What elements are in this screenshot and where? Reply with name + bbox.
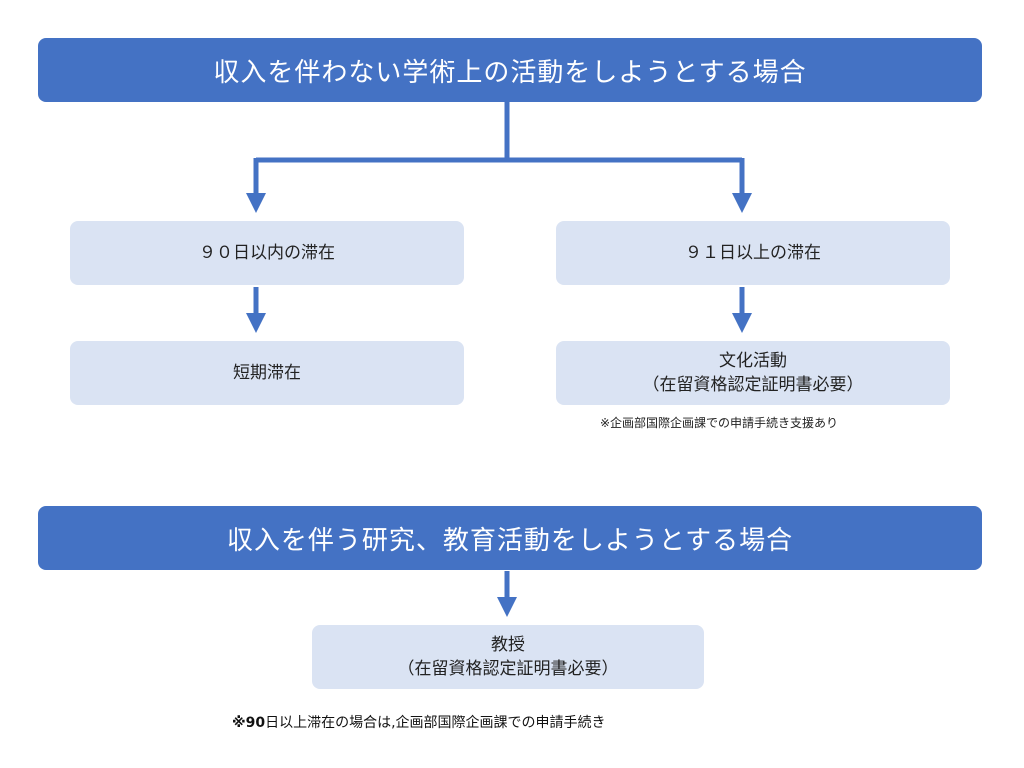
stay-91-days-or-more-box: ９１日以上の滞在 bbox=[556, 221, 950, 285]
stay-90-days-or-less-text: ９０日以内の滞在 bbox=[199, 243, 335, 263]
application-support-note-text: ※企画部国際企画課での申請手続き支援あり bbox=[600, 416, 839, 430]
no-income-activity-header: 収入を伴わない学術上の活動をしようとする場合 bbox=[38, 38, 982, 102]
cultural-activities-requirement: （在留資格認定証明書必要） bbox=[642, 375, 864, 395]
over-90-days-note: ※90日以上滞在の場合は,企画部国際企画課での申請手続き bbox=[232, 712, 606, 732]
stay-91-days-or-more-text: ９１日以上の滞在 bbox=[685, 243, 821, 263]
short-term-stay-box: 短期滞在 bbox=[70, 341, 464, 405]
income-activity-header-text: 収入を伴う研究、教育活動をしようとする場合 bbox=[226, 525, 794, 556]
no-income-activity-header-text: 収入を伴わない学術上の活動をしようとする場合 bbox=[213, 57, 807, 88]
professor-requirement: （在留資格認定証明書必要） bbox=[397, 659, 619, 679]
over-90-days-note-text: 日以上滞在の場合は,企画部国際企画課での申請手続き bbox=[265, 715, 606, 731]
application-support-note: ※企画部国際企画課での申請手続き支援あり bbox=[600, 414, 838, 431]
stay-90-days-or-less-box: ９０日以内の滞在 bbox=[70, 221, 464, 285]
income-activity-header: 収入を伴う研究、教育活動をしようとする場合 bbox=[38, 506, 982, 570]
professor-box: 教授 （在留資格認定証明書必要） bbox=[312, 625, 704, 689]
cultural-activities-box: 文化活動 （在留資格認定証明書必要） bbox=[556, 341, 950, 405]
professor-title: 教授 bbox=[491, 635, 525, 655]
cultural-activities-title: 文化活動 bbox=[719, 351, 787, 371]
short-term-stay-text: 短期滞在 bbox=[233, 363, 301, 383]
over-90-days-note-mark: ※90 bbox=[232, 715, 266, 731]
